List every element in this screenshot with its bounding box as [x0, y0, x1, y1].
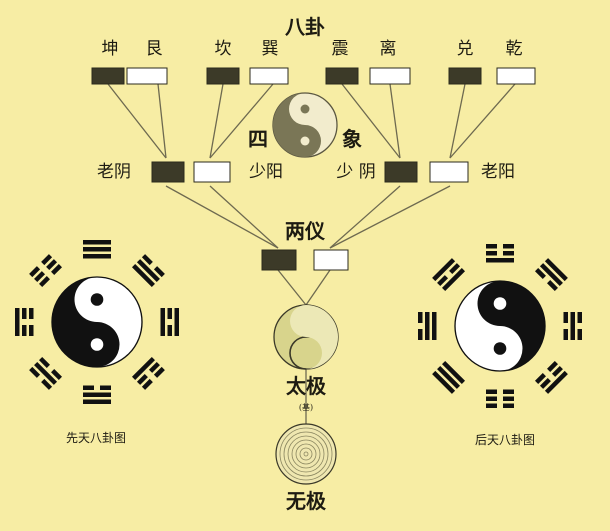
trigram-icon [418, 312, 437, 340]
trigram-icon [132, 357, 165, 390]
trigram-name-dui: 兑 [457, 39, 474, 59]
bagua-title: 八卦 [285, 15, 325, 39]
xiantian-caption: 先天八卦图 [66, 431, 126, 445]
trigram-icon [535, 361, 568, 394]
block-yang [429, 161, 469, 183]
trigram-icon [83, 385, 111, 404]
block-yin [91, 67, 125, 85]
sixiang-label-shaoyin: 少 阴 [336, 162, 375, 182]
taiji-note: (基) [299, 402, 313, 412]
trigram-icon [29, 254, 62, 287]
trigram-names: 坤 艮 坎 巽 震 离 兑 乾 [102, 39, 523, 59]
trigram-icon [486, 389, 514, 408]
trigram-icon [83, 240, 111, 259]
taiji-icon [273, 304, 339, 370]
trigram-icon [563, 312, 582, 340]
liangyi-label: 两仪 [285, 219, 326, 243]
sixiang-yin-yang-icon [272, 92, 338, 158]
block-yin [325, 67, 359, 85]
liangyi-blocks [261, 249, 349, 271]
sixiang-blocks [151, 161, 469, 183]
xiantian-bagua: 先天八卦图 [15, 240, 179, 445]
wuji-concentric-circle-icon [275, 423, 337, 485]
sixiang-label-laoyang: 老阳 [481, 162, 515, 182]
houtian-yin-yang-icon [455, 281, 545, 371]
trigram-name-zhen: 震 [332, 39, 349, 59]
block-yang [193, 161, 231, 183]
trigram-icon [132, 254, 165, 287]
trigram-name-qian: 乾 [506, 39, 523, 59]
bagua-blocks [91, 67, 536, 85]
block-yang [126, 67, 168, 85]
houtian-bagua: 后天八卦图 [418, 244, 582, 447]
block-yang [369, 67, 411, 85]
xiantian-trigrams [15, 240, 179, 404]
houtian-trigrams [418, 244, 582, 408]
block-yang [496, 67, 536, 85]
xiantian-yin-yang-icon [52, 277, 142, 367]
trigram-icon [432, 258, 465, 291]
block-yin [206, 67, 240, 85]
trigram-name-gen: 艮 [146, 39, 163, 59]
trigram-icon [486, 244, 514, 263]
sixiang-label-laoyin: 老阴 [97, 162, 131, 182]
block-yin [151, 161, 185, 183]
sixiang-char-si: 四 [248, 127, 268, 151]
trigram-name-xun: 巽 [262, 39, 279, 59]
trigram-name-li: 离 [380, 39, 397, 59]
houtian-caption: 后天八卦图 [475, 433, 535, 447]
trigram-icon [535, 258, 568, 291]
block-yang [249, 67, 289, 85]
trigram-icon [29, 357, 62, 390]
taiji-label: 太极 [286, 374, 327, 398]
block-yin [384, 161, 418, 183]
sixiang-char-xiang: 象 [342, 127, 362, 151]
block-yang [313, 249, 349, 271]
sixiang-label-shaoyang: 少阳 [249, 162, 283, 182]
trigram-name-kan: 坎 [215, 39, 232, 59]
trigram-icon [432, 361, 465, 394]
block-yin [448, 67, 482, 85]
trigram-icon [160, 308, 179, 336]
trigram-icon [15, 308, 34, 336]
trigram-name-kun: 坤 [102, 39, 119, 59]
block-yin [261, 249, 297, 271]
wuji-label: 无极 [286, 489, 327, 513]
connector-lines [107, 83, 516, 425]
